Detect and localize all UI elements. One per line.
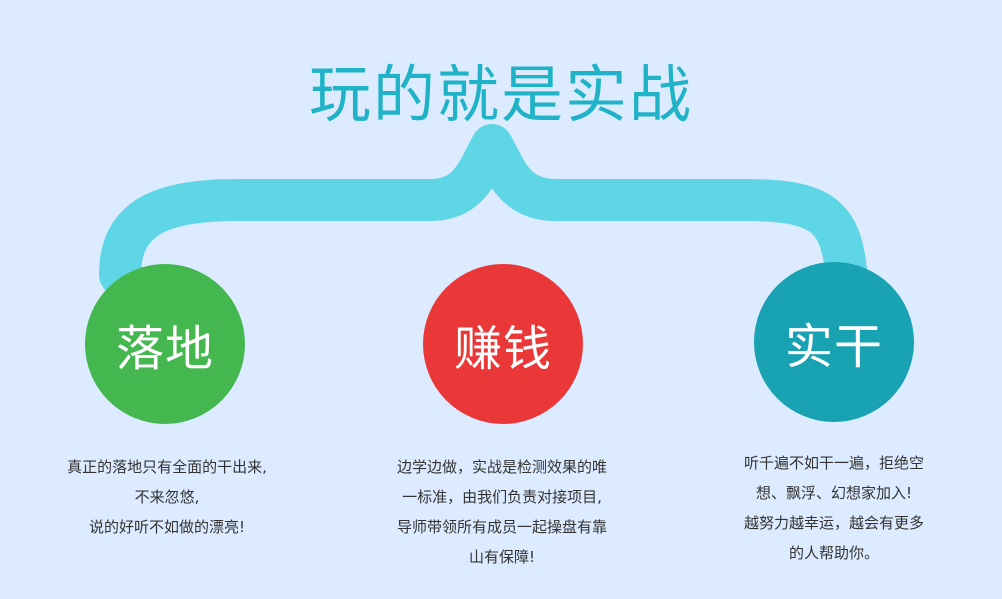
description-line: 一标准，由我们负责对接项目, [402, 488, 602, 506]
circle-landing: 落地 [85, 264, 245, 424]
description-line: 边学边做，实战是检测效果的唯 [396, 458, 607, 476]
description-line: 听千遍不如干一遍，拒绝空 [743, 454, 924, 472]
circle-earn-money: 赚钱 [423, 264, 583, 424]
circle-hard-work: 实干 [754, 262, 914, 422]
page-title: 玩的就是实战 [308, 58, 693, 131]
circle-label: 实干 [784, 319, 883, 375]
description-line: 不来忽悠, [134, 488, 200, 506]
description-line: 山有保障! [468, 548, 535, 566]
circle-label: 赚钱 [453, 321, 552, 377]
description-line: 真正的落地只有全面的干出来, [67, 458, 267, 476]
description-line: 导师带领所有成员一起操盘有靠 [396, 518, 607, 536]
description-hard-work: 听千遍不如干一遍，拒绝空 想、飘浮、幻想家加入! 越努力越幸运，越会有更多 的人… [714, 448, 954, 568]
description-line: 的人帮助你。 [788, 544, 879, 562]
description-earn-money: 边学边做，实战是检测效果的唯 一标准，由我们负责对接项目, 导师带领所有成员一起… [382, 452, 622, 572]
circle-label: 落地 [115, 321, 214, 377]
description-line: 想、飘浮、幻想家加入! [755, 484, 912, 502]
description-line: 说的好听不如做的漂亮! [88, 518, 245, 536]
description-landing: 真正的落地只有全面的干出来, 不来忽悠, 说的好听不如做的漂亮! [47, 452, 287, 542]
description-line: 越努力越幸运，越会有更多 [743, 514, 924, 532]
